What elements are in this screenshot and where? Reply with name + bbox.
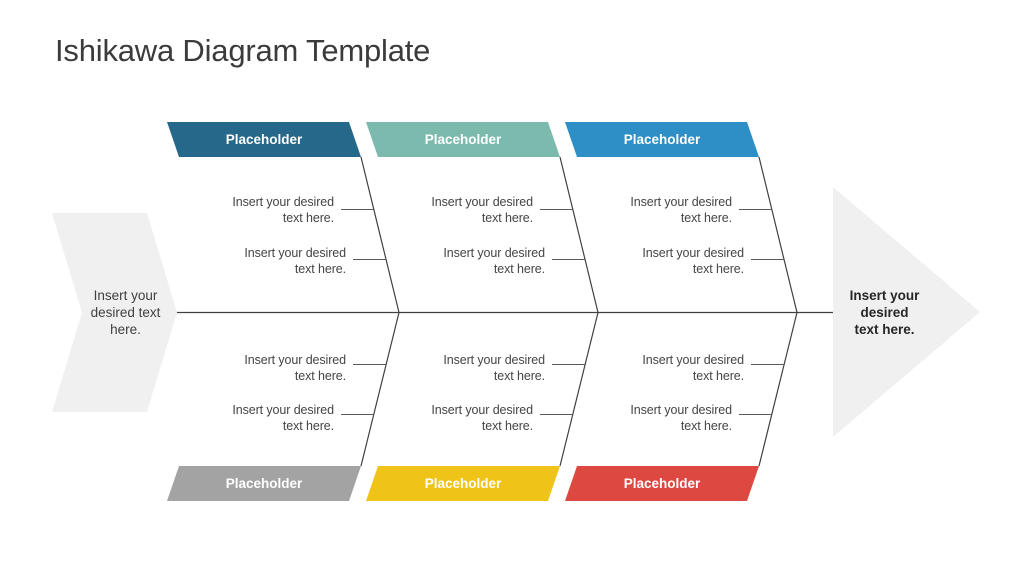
category-header-label: Placeholder [623, 476, 701, 491]
cause-label-line: Insert your desired [630, 403, 732, 417]
category-header-bottom-1[interactable]: Placeholder [167, 466, 361, 501]
cause-label[interactable]: Insert your desired text here. [206, 245, 346, 277]
bone-path-3 [758, 156, 798, 467]
cause-label[interactable]: Insert your desired text here. [405, 245, 545, 277]
cause-label-line: text here. [282, 211, 334, 225]
cause-label-line: Insert your desired [431, 195, 533, 209]
cause-label-line: Insert your desired [244, 353, 346, 367]
category-header-top-2[interactable]: Placeholder [366, 122, 560, 157]
cause-label-line: Insert your desired [443, 246, 545, 260]
category-header-bottom-3[interactable]: Placeholder [565, 466, 759, 501]
tail-arrow-line: desired text [90, 305, 161, 320]
effect-arrow-line: text here. [854, 321, 915, 337]
cause-label-line: text here. [692, 369, 744, 383]
cause-label-line: Insert your desired [232, 403, 334, 417]
effect-arrow-line: desired [860, 304, 909, 320]
cause-label[interactable]: Insert your desired text here. [405, 352, 545, 384]
cause-label-line: text here. [481, 419, 533, 433]
cause-label[interactable]: Insert your desired text here. [592, 194, 732, 226]
category-header-label: Placeholder [225, 476, 303, 491]
tail-arrow-text: Insert your desired text here. [69, 287, 161, 338]
tail-arrow-line: Insert your [93, 288, 158, 303]
cause-label-line: Insert your desired [232, 195, 334, 209]
cause-label-line: text here. [680, 211, 732, 225]
cause-label-line: text here. [692, 262, 744, 276]
cause-label-line: text here. [282, 419, 334, 433]
category-header-label: Placeholder [424, 132, 502, 147]
cause-label[interactable]: Insert your desired text here. [604, 352, 744, 384]
cause-label[interactable]: Insert your desired text here. [393, 194, 533, 226]
cause-label[interactable]: Insert your desired text here. [194, 194, 334, 226]
cause-label-line: Insert your desired [431, 403, 533, 417]
cause-label[interactable]: Insert your desired text here. [592, 402, 732, 434]
category-header-top-1[interactable]: Placeholder [167, 122, 361, 157]
cause-label-line: text here. [294, 262, 346, 276]
cause-label-line: text here. [493, 369, 545, 383]
cause-label[interactable]: Insert your desired text here. [393, 402, 533, 434]
category-header-top-3[interactable]: Placeholder [565, 122, 759, 157]
slide-title[interactable]: Ishikawa Diagram Template [55, 33, 431, 68]
category-header-label: Placeholder [225, 132, 303, 147]
tail-arrow-line: here. [110, 322, 141, 337]
cause-label-line: Insert your desired [630, 195, 732, 209]
effect-arrow-line: Insert your [849, 287, 920, 303]
category-header-bottom-2[interactable]: Placeholder [366, 466, 560, 501]
cause-label-line: Insert your desired [642, 353, 744, 367]
cause-label[interactable]: Insert your desired text here. [604, 245, 744, 277]
cause-label[interactable]: Insert your desired text here. [206, 352, 346, 384]
cause-label-line: text here. [481, 211, 533, 225]
cause-label-line: Insert your desired [244, 246, 346, 260]
category-header-label: Placeholder [424, 476, 502, 491]
cause-label-line: text here. [493, 262, 545, 276]
category-header-label: Placeholder [623, 132, 701, 147]
cause-label-line: text here. [294, 369, 346, 383]
cause-label[interactable]: Insert your desired text here. [194, 402, 334, 434]
cause-label-line: Insert your desired [642, 246, 744, 260]
cause-label-line: Insert your desired [443, 353, 545, 367]
cause-label-line: text here. [680, 419, 732, 433]
effect-arrow-text: Insert your desired text here. [850, 287, 964, 338]
